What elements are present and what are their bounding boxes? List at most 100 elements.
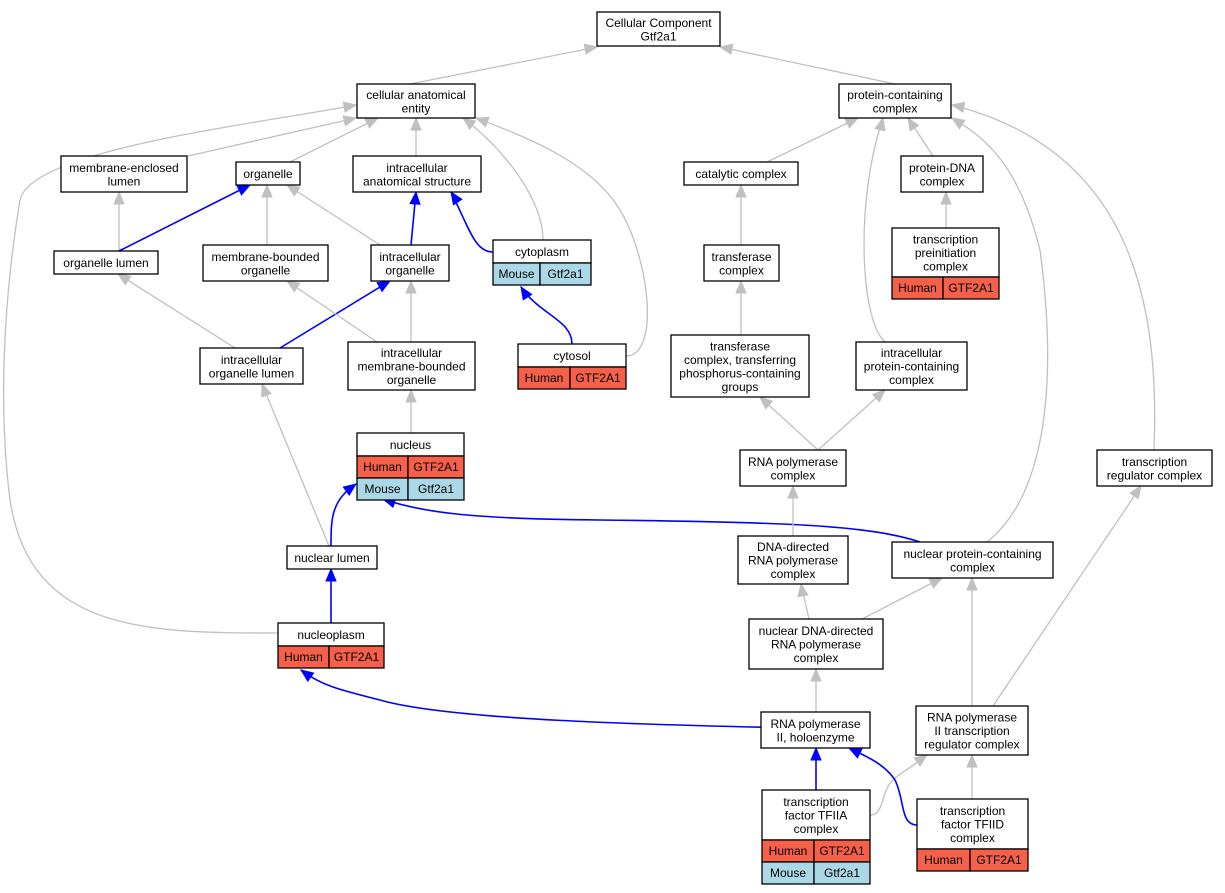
node-label: RNA polymerase — [748, 455, 838, 469]
arrowhead-30 — [940, 190, 952, 205]
species-label: Human — [525, 371, 564, 385]
edge-3 — [289, 117, 379, 163]
node-label: complex, transferring — [684, 353, 796, 367]
edge-2 — [187, 117, 357, 157]
arrowhead-28 — [325, 567, 337, 582]
node-label: intracellular — [381, 346, 442, 360]
arrowhead-22 — [405, 279, 417, 294]
gene-cell — [539, 262, 592, 286]
arrowhead-21 — [285, 280, 301, 293]
node-label: complex — [873, 101, 918, 115]
node-org[interactable]: organelle — [235, 161, 301, 186]
node-label: complex — [923, 260, 968, 274]
node-box — [737, 535, 849, 585]
gene-label: Gtf2a1 — [418, 482, 454, 496]
node-label: organelle lumen — [63, 256, 148, 270]
arrowhead-35 — [787, 484, 799, 499]
node-box — [199, 347, 304, 385]
node-nl[interactable]: nuclear lumen — [286, 545, 378, 570]
node-box — [748, 618, 884, 670]
node-label: organelle — [243, 167, 293, 181]
arrowhead-37 — [928, 577, 944, 589]
arrowhead-5 — [461, 117, 477, 131]
species-label: Human — [769, 844, 808, 858]
arrowhead-32 — [735, 279, 747, 294]
node-box — [703, 244, 780, 282]
edge-12 — [951, 104, 1156, 451]
species-label: Mouse — [364, 482, 400, 496]
gene-cell — [813, 861, 871, 885]
node-orgl[interactable]: organelle lumen — [53, 250, 159, 275]
node-box — [683, 161, 799, 186]
edge-0 — [409, 46, 598, 85]
gene-label: GTF2A1 — [819, 844, 865, 858]
arrowhead-26 — [342, 483, 358, 497]
arrowhead-0 — [583, 43, 599, 55]
node-label: cytoplasm — [515, 245, 569, 259]
arrowhead-12 — [950, 101, 966, 113]
arrowhead-4 — [410, 116, 422, 131]
edge-40 — [992, 485, 1142, 707]
node-label: nucleoplasm — [297, 628, 364, 642]
node-label: organelle lumen — [209, 366, 294, 380]
node-label: organelle — [387, 373, 437, 387]
node-label: complex — [719, 263, 764, 277]
node-label: protein-DNA — [909, 161, 975, 175]
gene-label: GTF2A1 — [948, 281, 994, 295]
edge-8 — [766, 117, 859, 163]
edge-11 — [951, 117, 1049, 543]
arrowhead-33 — [759, 396, 774, 410]
node-cat[interactable]: catalytic complex — [683, 161, 799, 186]
arrowhead-1 — [718, 43, 734, 55]
edge-33 — [759, 396, 819, 451]
edge-19 — [117, 273, 236, 349]
arrowhead-24 — [405, 388, 417, 403]
node-label: groups — [722, 380, 759, 394]
species-label: Human — [924, 853, 963, 867]
arrowhead-17 — [409, 190, 421, 205]
arrowhead-16 — [285, 184, 301, 197]
node-box — [855, 341, 968, 391]
node-label: RNA polymerase — [771, 638, 861, 652]
node-label: complex — [794, 822, 839, 836]
arrowhead-39 — [966, 576, 978, 591]
node-label: anatomical structure — [363, 174, 471, 188]
node-label: complex — [920, 174, 965, 188]
node-label: preinitiation — [915, 246, 976, 260]
node-label: membrane-bounded — [211, 250, 319, 264]
arrowhead-14 — [236, 184, 252, 196]
arrowhead-18 — [450, 190, 463, 206]
arrowhead-31 — [735, 183, 747, 198]
edge-34 — [817, 389, 886, 451]
edge-16 — [286, 184, 381, 246]
node-label: organelle — [241, 263, 291, 277]
species-label: Mouse — [770, 866, 806, 880]
